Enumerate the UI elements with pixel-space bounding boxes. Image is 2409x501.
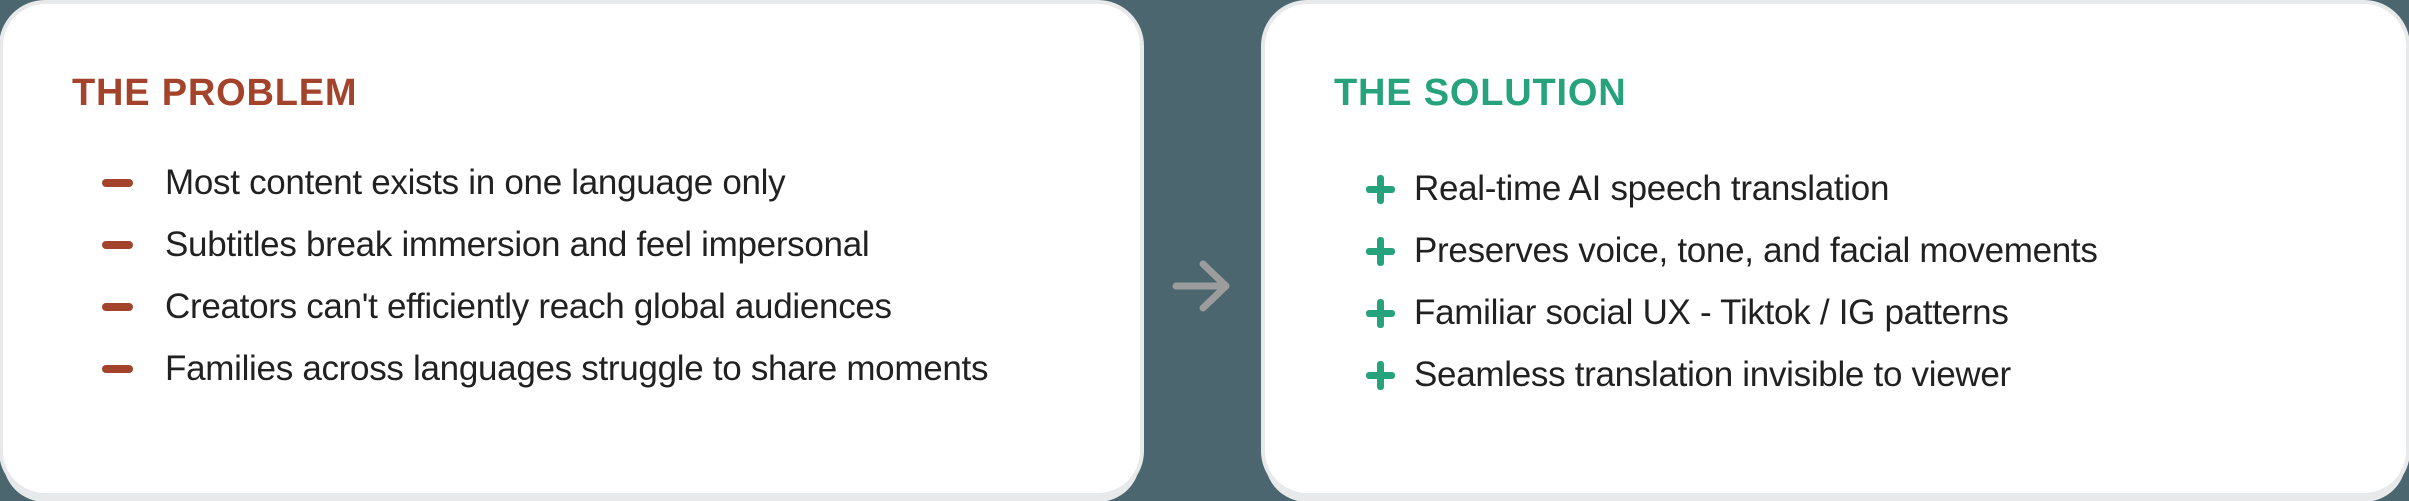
problem-list: Most content exists in one language only… [72,152,1100,400]
problem-item-text: Creators can't efficiently reach global … [165,287,892,326]
problem-item-text: Subtitles break immersion and feel imper… [165,225,870,264]
solution-list-item: Familiar social UX - Tiktok / IG pattern… [1334,282,2366,344]
problem-to-solution-arrow [1172,260,1232,312]
problem-card-title: THE PROBLEM [72,72,358,114]
right-arrow-icon [1172,260,1230,312]
plus-icon [1366,236,1395,266]
problem-item-text: Families across languages struggle to sh… [165,349,989,388]
problem-list-item: Subtitles break immersion and feel imper… [72,214,1100,276]
solution-card: THE SOLUTION Real-time AI speech transla… [1265,4,2406,493]
solution-item-text: Seamless translation invisible to viewer [1414,355,2011,394]
plus-icon [1366,174,1395,204]
problem-card: THE PROBLEM Most content exists in one l… [3,4,1140,493]
minus-icon [102,365,133,373]
problem-list-item: Families across languages struggle to sh… [72,338,1100,400]
solution-list: Real-time AI speech translation Preserve… [1334,158,2366,406]
minus-icon [102,179,133,187]
plus-icon [1366,360,1395,390]
plus-icon [1366,298,1395,328]
solution-list-item: Preserves voice, tone, and facial moveme… [1334,220,2366,282]
solution-item-text: Real-time AI speech translation [1414,169,1890,208]
problem-item-text: Most content exists in one language only [165,163,786,202]
problem-list-item: Most content exists in one language only [72,152,1100,214]
solution-item-text: Preserves voice, tone, and facial moveme… [1414,231,2098,270]
problem-list-item: Creators can't efficiently reach global … [72,276,1100,338]
minus-icon [102,303,133,311]
solution-list-item: Real-time AI speech translation [1334,158,2366,220]
solution-card-title: THE SOLUTION [1334,72,1627,114]
solution-item-text: Familiar social UX - Tiktok / IG pattern… [1414,293,2009,332]
solution-list-item: Seamless translation invisible to viewer [1334,344,2366,406]
minus-icon [102,241,133,249]
